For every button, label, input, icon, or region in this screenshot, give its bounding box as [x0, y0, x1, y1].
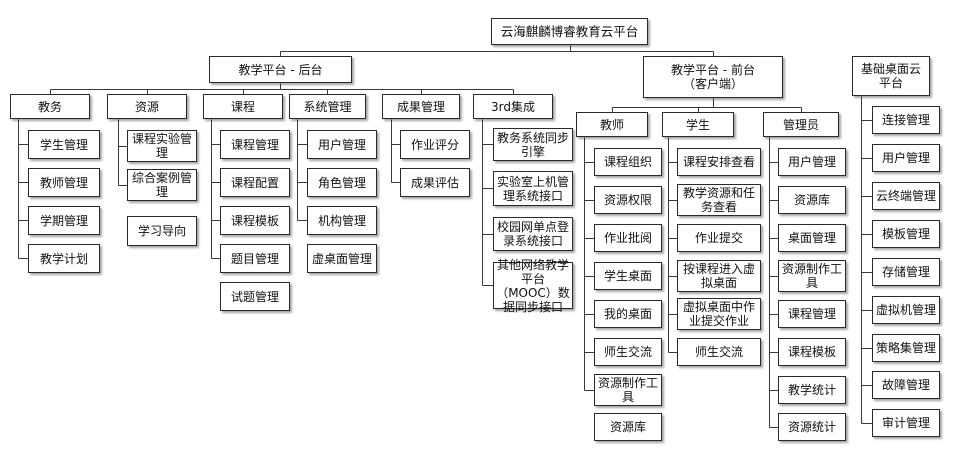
- item-vdesktop-mgmt: 虚桌面管理: [307, 244, 377, 273]
- item-admin-course-template: 课程模板: [778, 338, 846, 366]
- item-schedule-view: 课程安排查看: [677, 148, 761, 176]
- item-outcome-eval: 成果评估: [400, 168, 470, 197]
- item-mooc-sync-api: 其他网络教学平台（MOOC）数据同步接口: [493, 258, 573, 314]
- group-ziyuan: 资源: [107, 94, 187, 119]
- item-homework-review: 作业批阅: [594, 224, 662, 252]
- item-admin-res-tool: 资源制作工具: [778, 260, 846, 292]
- group-admin: 管理员: [763, 112, 839, 137]
- item-admin-course-mgmt: 课程管理: [778, 300, 846, 328]
- item-course-lab-mgmt: 课程实验管理: [127, 130, 197, 162]
- group-xitong: 系统管理: [289, 94, 366, 119]
- item-teacher-res-tool: 资源制作工具: [594, 374, 662, 406]
- item-course-template: 课程模板: [220, 206, 290, 235]
- item-template-mgmt: 模板管理: [872, 220, 940, 248]
- item-org-mgmt: 机构管理: [307, 206, 377, 235]
- item-lab-system-api: 实验室上机管理系统接口: [493, 171, 573, 206]
- root-node: 云海麒麟博睿教育云平台: [491, 18, 648, 45]
- item-user-mgmt: 用户管理: [307, 130, 377, 159]
- item-storage-mgmt: 存储管理: [872, 258, 940, 286]
- item-resource-stats: 资源统计: [778, 413, 846, 441]
- item-homework-grading: 作业评分: [400, 130, 470, 159]
- item-term-mgmt: 学期管理: [28, 206, 100, 235]
- item-resource-task-view: 教学资源和任务查看: [677, 184, 761, 216]
- item-vm-mgmt: 虚拟机管理: [872, 296, 940, 324]
- item-homework-submit: 作业提交: [677, 224, 761, 252]
- desktop-cloud-node: 基础桌面云 平台: [852, 56, 930, 96]
- item-case-mgmt: 综合案例管理: [127, 169, 197, 201]
- item-admin-res-lib: 资源库: [778, 186, 846, 214]
- item-desktop-mgmt: 桌面管理: [778, 224, 846, 252]
- group-kecheng: 课程: [203, 94, 283, 119]
- frontend-node: 教学平台 - 前台 （客户端）: [643, 56, 783, 98]
- group-jiaowu: 教务: [10, 94, 90, 119]
- item-learning-guide: 学习导向: [127, 216, 197, 246]
- item-terminal-mgmt: 云终端管理: [872, 182, 940, 210]
- item-student-desktop: 学生桌面: [594, 262, 662, 290]
- group-teacher: 教师: [576, 112, 648, 137]
- item-student-mgmt: 学生管理: [28, 130, 100, 159]
- item-fault-mgmt: 故障管理: [872, 371, 940, 399]
- group-student: 学生: [662, 112, 734, 137]
- item-course-org: 课程组织: [594, 148, 662, 176]
- item-teacher-mgmt: 教师管理: [28, 168, 100, 197]
- item-teaching-stats: 教学统计: [778, 376, 846, 404]
- item-dc-user-mgmt: 用户管理: [872, 144, 940, 172]
- item-role-mgmt: 角色管理: [307, 168, 377, 197]
- item-exam-mgmt: 试题管理: [220, 282, 290, 311]
- group-chengguo: 成果管理: [382, 94, 460, 119]
- item-edu-sync-engine: 教务系统同步引擎: [493, 128, 573, 161]
- item-enter-vdesktop: 按课程进入虚拟桌面: [677, 260, 761, 292]
- backend-node: 教学平台 - 后台: [209, 56, 352, 83]
- item-teaching-plan: 教学计划: [28, 244, 100, 273]
- item-policy-mgmt: 策略集管理: [872, 334, 940, 362]
- item-teacher-res-lib: 资源库: [594, 413, 662, 441]
- item-admin-user-mgmt: 用户管理: [778, 148, 846, 176]
- item-course-mgmt: 课程管理: [220, 130, 290, 159]
- item-connection-mgmt: 连接管理: [872, 106, 940, 134]
- item-vdesktop-submit: 虚拟桌面中作业提交作业: [677, 298, 761, 330]
- item-question-mgmt: 题目管理: [220, 244, 290, 273]
- item-audit-mgmt: 审计管理: [872, 409, 940, 437]
- item-teacher-chat: 师生交流: [594, 338, 662, 366]
- group-integration: 3rd集成: [473, 94, 553, 119]
- item-sso-api: 校园网单点登录系统接口: [493, 217, 573, 251]
- item-course-config: 课程配置: [220, 168, 290, 197]
- item-student-chat: 师生交流: [677, 338, 761, 366]
- item-my-desktop: 我的桌面: [594, 300, 662, 328]
- item-resource-perm: 资源权限: [594, 186, 662, 214]
